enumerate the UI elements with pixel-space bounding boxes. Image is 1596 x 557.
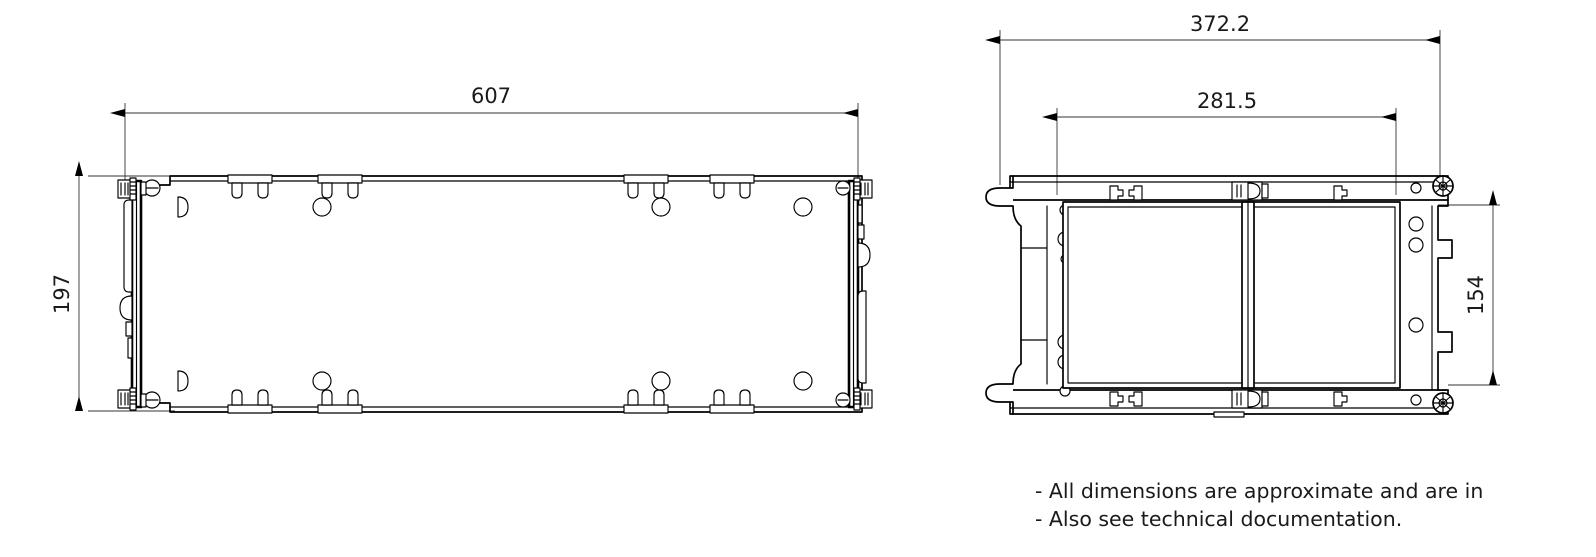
dimension-197-text: 197: [50, 274, 74, 314]
top-view-corner-fastener-br: [835, 387, 873, 411]
notes-block: - All dimensions are approximate and are…: [1035, 479, 1483, 531]
dimension-607: 607: [110, 84, 858, 117]
dimension-281-5-text: 281.5: [1197, 89, 1257, 113]
dimension-372-2: 372.2: [985, 12, 1440, 44]
front-view-rosette-top: [1432, 175, 1454, 197]
dimension-607-text: 607: [471, 84, 511, 108]
dimension-154: 154: [1464, 190, 1497, 385]
note-line-1: - All dimensions are approximate and are…: [1035, 479, 1483, 503]
dimension-154-text: 154: [1464, 275, 1488, 315]
front-view-bottom-latches: [1109, 389, 1348, 418]
top-view-group: 607 197: [50, 84, 873, 414]
top-view-corner-fastener-tr: [835, 177, 873, 201]
top-view-right-rail: [835, 177, 873, 411]
note-line-2: - Also see technical documentation.: [1035, 507, 1402, 531]
top-view-hole-row-top: [177, 196, 813, 218]
front-view-rosette-bottom: [1432, 392, 1454, 414]
top-view-edge-clips-bottom: [227, 389, 755, 414]
top-view-extension-lines: [88, 103, 859, 412]
dimension-197: 197: [50, 161, 83, 411]
top-view-hole-row-bottom: [177, 370, 813, 392]
front-view-top-latches: [1109, 181, 1348, 201]
top-view-corner-fastener-tl: [117, 177, 161, 201]
top-view-edge-clips-top: [227, 174, 755, 199]
dimension-281-5: 281.5: [1042, 89, 1396, 121]
front-view-right-bracket: [1408, 175, 1454, 414]
front-view-bottom-rail: [1009, 389, 1449, 415]
top-view-left-rail: [117, 177, 161, 411]
front-view-extension-lines: [999, 30, 1500, 386]
top-view-body-outline: [139, 175, 863, 413]
front-view-top-rail: [1009, 175, 1449, 201]
front-view-group: 372.2 281.5 154: [985, 12, 1500, 418]
front-view-center-panel: [1062, 201, 1401, 389]
front-view-left-bracket: [985, 175, 1073, 415]
top-view-corner-fastener-bl: [117, 387, 161, 411]
dimension-372-2-text: 372.2: [1190, 12, 1250, 36]
